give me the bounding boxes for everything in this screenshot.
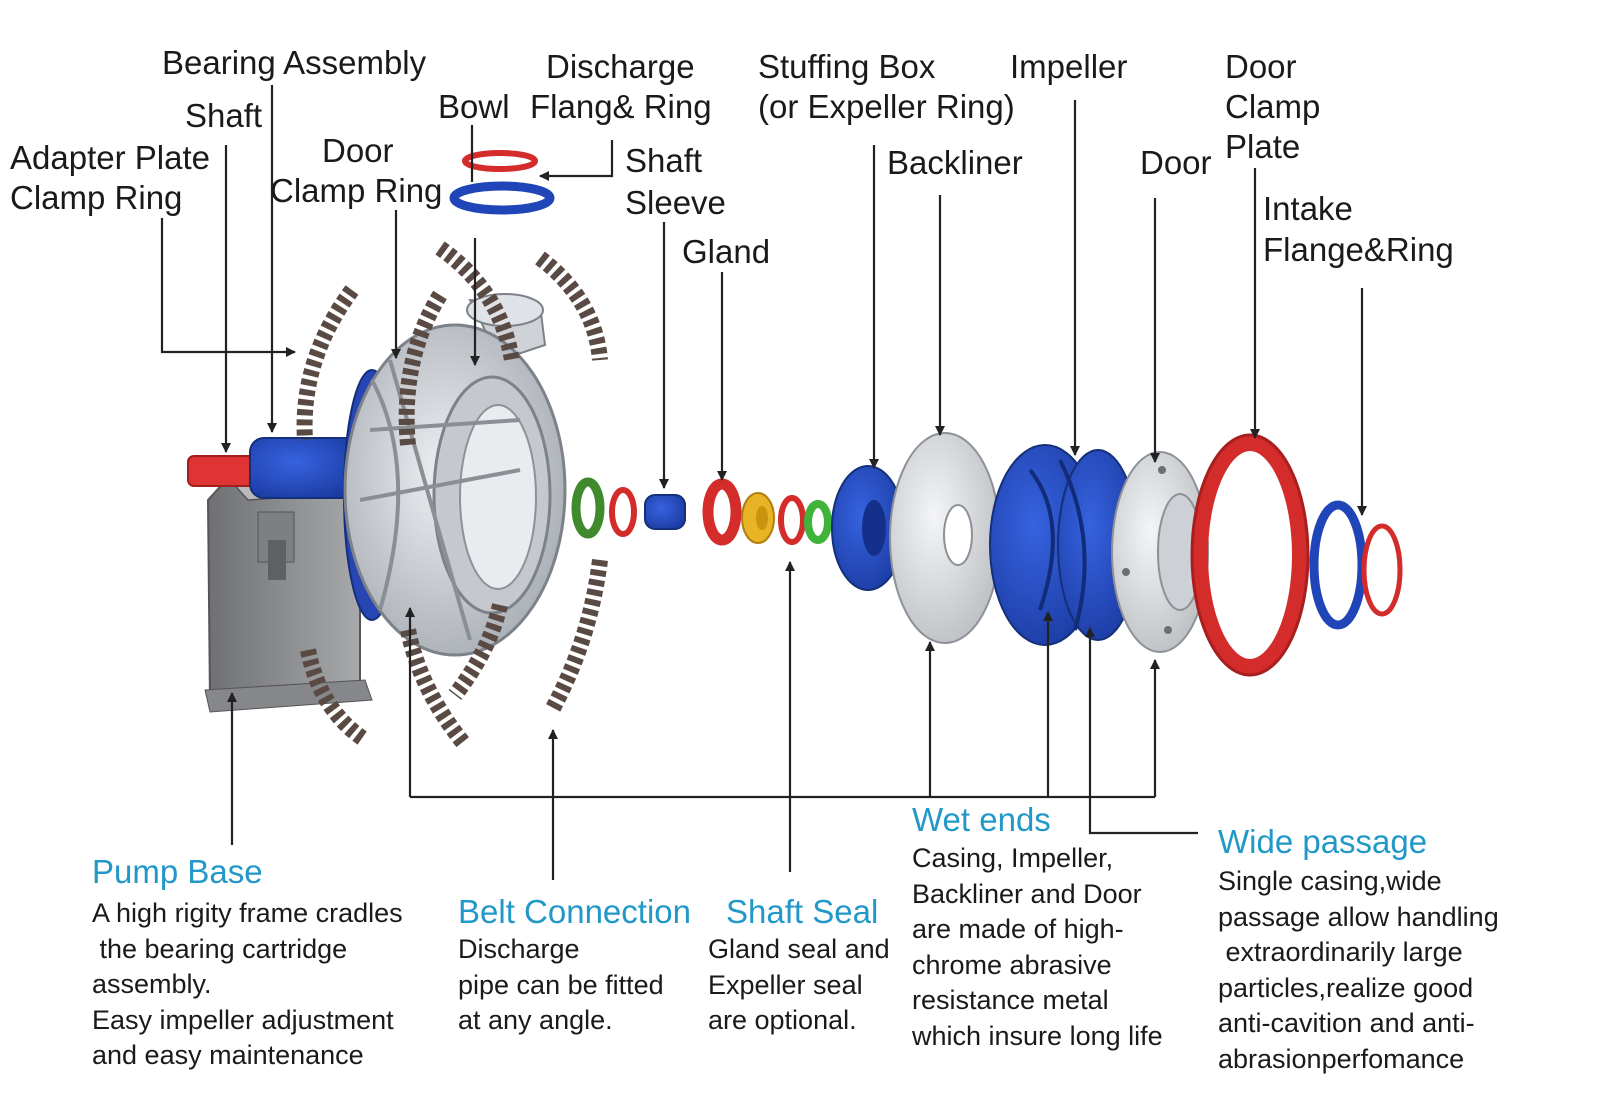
discharge-label-line2: Flang& Ring xyxy=(530,88,712,125)
pump-base-part xyxy=(204,468,373,713)
intake-label-line2: Flange&Ring xyxy=(1263,231,1454,268)
desc-line: pipe can be fitted xyxy=(458,969,664,1000)
shaft-seal-title: Shaft Seal xyxy=(726,893,879,930)
desc-line: anti-cavition and anti- xyxy=(1218,1008,1475,1038)
desc-line: Casing, Impeller, xyxy=(912,843,1114,873)
desc-line: which insure long life xyxy=(912,1020,1163,1051)
shaft-sleeve-label-line2: Sleeve xyxy=(625,184,726,221)
desc-line: the bearing cartridge xyxy=(92,933,348,964)
intake-label-line1: Intake xyxy=(1263,190,1353,227)
belt-connection-description: Discharge pipe can be fitted at any angl… xyxy=(458,932,664,1039)
pump-base-title: Pump Base xyxy=(92,853,263,890)
desc-line: are made of high- xyxy=(912,914,1124,944)
gland-label: Gland xyxy=(682,233,771,270)
desc-line: resistance metal xyxy=(912,985,1109,1015)
shaft-label: Shaft xyxy=(185,97,263,134)
desc-line: A high rigity frame cradles xyxy=(92,898,403,928)
desc-line: chrome abrasive xyxy=(912,949,1112,980)
wide-passage-title: Wide passage xyxy=(1218,823,1428,860)
shaft-sleeve-part xyxy=(644,494,686,530)
door-clamp-plate-label-line1: Door xyxy=(1225,48,1297,85)
clamp-ring-label: Clamp Ring xyxy=(10,179,183,216)
desc-line: are optional. xyxy=(708,1005,857,1035)
desc-line: assembly. xyxy=(92,969,212,999)
desc-line: abrasionperfomance xyxy=(1218,1043,1465,1074)
wet-ends-title: Wet ends xyxy=(912,801,1051,838)
desc-line: Discharge xyxy=(458,934,580,964)
adapter-plate-label: Adapter Plate xyxy=(10,139,210,176)
backliner-label: Backliner xyxy=(887,144,1023,181)
desc-line: Single casing,wide xyxy=(1218,866,1442,896)
door-clamp-ring-label-line1: Door xyxy=(322,132,394,169)
door-clamp-ring-label-line2: Clamp Ring xyxy=(270,172,443,209)
door-clamp-plate-label-line3: Plate xyxy=(1225,128,1301,165)
desc-line: Expeller seal xyxy=(708,969,863,1000)
desc-line: Gland seal and xyxy=(708,934,890,964)
desc-line: passage allow handling xyxy=(1218,901,1499,932)
door-clamp-plate-part xyxy=(1190,433,1310,677)
door-clamp-plate-label-line2: Clamp xyxy=(1225,88,1321,125)
gland-part xyxy=(702,478,742,546)
wet-ends-description: Casing, Impeller, Backliner and Door are… xyxy=(912,841,1163,1054)
desc-line: Easy impeller adjustment xyxy=(92,1004,394,1035)
impeller-label: Impeller xyxy=(1010,48,1128,85)
pump-base-description: A high rigity frame cradles the bearing … xyxy=(92,896,403,1074)
stuffing-box-part xyxy=(831,465,905,591)
casing-part xyxy=(343,293,567,657)
bowl-label: Bowl xyxy=(438,88,510,125)
backliner-part xyxy=(889,432,1001,644)
stuffing-box-label-line2: (or Expeller Ring) xyxy=(758,88,1015,125)
shaft-seal-description: Gland seal and Expeller seal are optiona… xyxy=(708,932,890,1039)
shaft-sleeve-label-line1: Shaft xyxy=(625,142,703,179)
discharge-label-line1: Discharge xyxy=(546,48,695,85)
stuffing-box-label-line1: Stuffing Box xyxy=(758,48,936,85)
discharge-flange-rings xyxy=(449,150,555,215)
door-label: Door xyxy=(1140,144,1212,181)
wide-passage-description: Single casing,wide passage allow handlin… xyxy=(1218,864,1499,1077)
clamp-ring-segments xyxy=(296,241,608,751)
desc-line: Backliner and Door xyxy=(912,878,1142,909)
desc-line: extraordinarily large xyxy=(1218,937,1463,967)
belt-connection-title: Belt Connection xyxy=(458,893,691,930)
desc-line: at any angle. xyxy=(458,1005,613,1035)
leader-lines xyxy=(160,85,1367,880)
desc-line: particles,realize good xyxy=(1218,972,1474,1003)
intake-flange-ring-part xyxy=(1309,500,1403,630)
shaft-part xyxy=(187,455,259,487)
bearing-assembly-label: Bearing Assembly xyxy=(162,44,427,81)
door-part xyxy=(1111,451,1209,653)
seal-parts xyxy=(571,477,832,546)
desc-line: and easy maintenance xyxy=(92,1040,364,1070)
